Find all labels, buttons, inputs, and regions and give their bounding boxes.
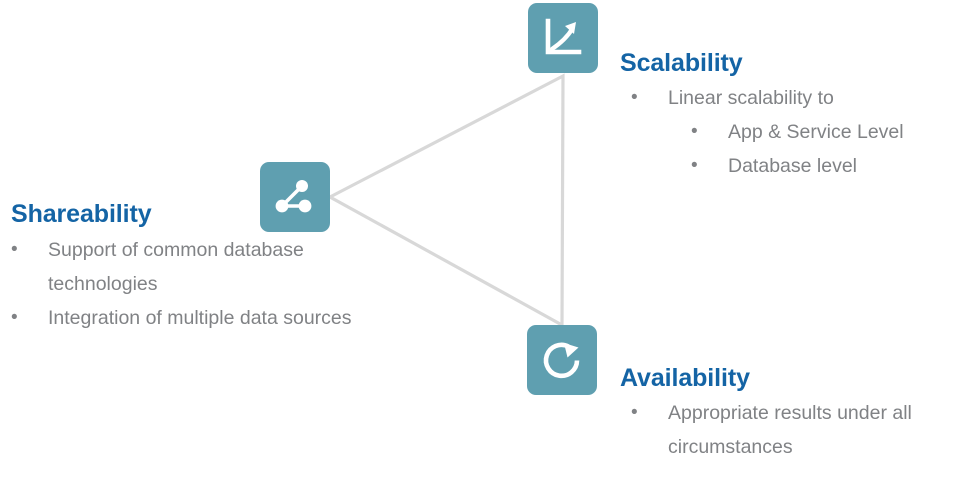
node-block-shareability: Shareability • Support of common databas… xyxy=(0,199,380,335)
chart-axis-arrow-glyph xyxy=(545,18,582,55)
list-item-label: Integration of multiple data sources xyxy=(48,307,352,329)
bullet-list-shareability: • Support of common database technologie… xyxy=(0,233,380,335)
bullet-glyph: • xyxy=(631,402,638,423)
bullet-list-availability: • Appropriate results under all circumst… xyxy=(620,396,961,464)
share-network-glyph xyxy=(275,180,312,213)
list-item: • Appropriate results under all circumst… xyxy=(620,396,961,464)
node-title-scalability: Scalability xyxy=(620,49,743,77)
list-item-label: Support of common database technologies xyxy=(48,239,304,295)
bullet-glyph: • xyxy=(631,87,638,108)
list-item: • Support of common database technologie… xyxy=(0,233,380,301)
list-item-label: App & Service Level xyxy=(728,121,904,143)
share-network-icon[interactable] xyxy=(260,162,330,232)
list-item: • Linear scalability to xyxy=(620,81,961,115)
bullet-glyph: • xyxy=(691,155,698,176)
node-block-availability: Availability • Appropriate results under… xyxy=(620,363,961,464)
node-title-availability: Availability xyxy=(620,364,750,392)
bullet-glyph: • xyxy=(11,239,18,260)
node-title-shareability: Shareability xyxy=(11,200,152,228)
list-item: • Integration of multiple data sources xyxy=(0,301,380,335)
chart-axis-arrow-icon[interactable] xyxy=(528,3,598,73)
bullet-list-scalability: • Linear scalability to • App & Service … xyxy=(620,81,961,183)
list-item: • App & Service Level xyxy=(620,115,961,149)
bullet-glyph: • xyxy=(11,307,18,328)
list-item-label: Linear scalability to xyxy=(668,87,834,109)
list-item-label: Database level xyxy=(728,155,857,177)
bullet-glyph: • xyxy=(691,121,698,142)
refresh-circle-arrow-glyph xyxy=(543,342,580,379)
node-block-scalability: Scalability • Linear scalability to • Ap… xyxy=(620,48,961,183)
list-item-label: Appropriate results under all circumstan… xyxy=(668,402,912,458)
refresh-circle-arrow-icon[interactable] xyxy=(527,325,597,395)
list-item: • Database level xyxy=(620,149,961,183)
